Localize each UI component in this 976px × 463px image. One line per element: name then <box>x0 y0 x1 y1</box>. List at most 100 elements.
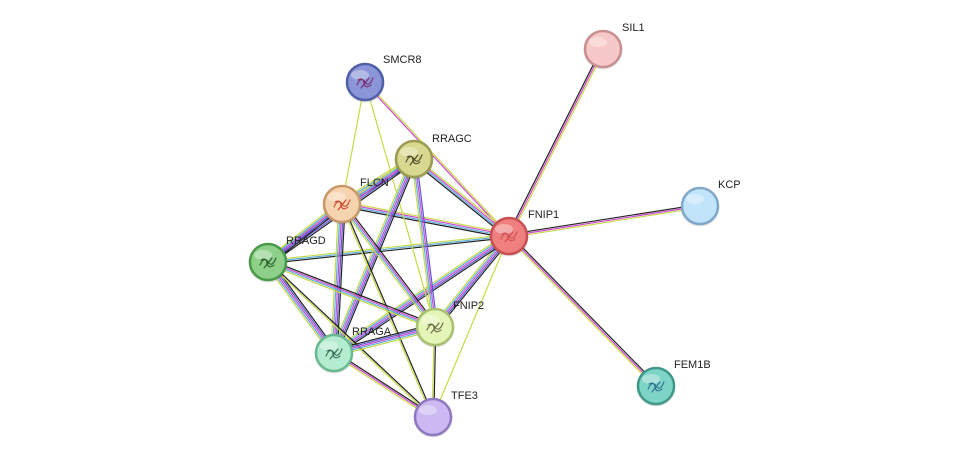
edge-smcr8-flcn[interactable] <box>341 81 366 205</box>
edge-strand <box>506 47 603 236</box>
edge-strand <box>414 156 512 235</box>
edge-strand <box>331 203 342 354</box>
edge-strand <box>508 203 701 236</box>
node-label: SIL1 <box>622 22 645 34</box>
structure-icon <box>356 77 374 89</box>
edge-rraga-tfe3[interactable] <box>332 351 435 419</box>
node-kcp[interactable]: KCP <box>680 179 741 227</box>
structure-icon <box>426 322 444 334</box>
structure-path <box>259 257 277 269</box>
edge-fnip1-smcr8[interactable] <box>363 80 511 238</box>
node-rragd[interactable]: RRAGD <box>248 235 326 283</box>
node-highlight <box>686 194 704 204</box>
edge-strand <box>333 158 415 354</box>
edge-strand <box>364 80 511 237</box>
edge-strand <box>436 237 513 330</box>
structure-icon <box>325 348 343 360</box>
node-highlight <box>320 341 338 351</box>
node-label: TFE3 <box>451 390 478 402</box>
edge-strand <box>266 261 434 419</box>
node-highlight <box>254 250 272 260</box>
edge-strand <box>411 158 434 328</box>
node-label: RRAGC <box>432 133 472 145</box>
edge-strand <box>331 232 508 351</box>
node-label: FEM1B <box>674 359 711 371</box>
edge-smcr8-fnip2[interactable] <box>364 81 436 328</box>
structure-path <box>426 322 444 334</box>
edge-strand <box>415 158 438 328</box>
node-smcr8[interactable]: SMCR8 <box>345 54 422 103</box>
structure-path <box>356 77 374 89</box>
edge-strand <box>267 262 436 329</box>
node-fnip2[interactable]: FNIP2 <box>415 300 485 348</box>
node-fem1b[interactable]: FEM1B <box>636 359 711 407</box>
structure-path <box>405 154 423 166</box>
edge-strand <box>267 235 510 263</box>
edge-fnip1-rragd[interactable] <box>267 233 510 265</box>
edge-fnip1-sil1[interactable] <box>506 47 606 238</box>
node-highlight <box>419 405 437 415</box>
edge-strand <box>364 81 436 328</box>
edge-strand <box>341 202 510 236</box>
edge-fnip1-kcp[interactable] <box>508 203 701 239</box>
node-circle <box>680 186 720 226</box>
node-flcn[interactable]: FLCN <box>322 177 389 225</box>
edge-flcn-fnip2[interactable] <box>339 201 438 330</box>
node-highlight <box>328 192 346 202</box>
edge-strand <box>508 235 657 387</box>
edge-strand <box>334 236 511 355</box>
edge-strand <box>267 233 510 262</box>
edge-strand <box>335 238 512 357</box>
edge-strand <box>435 236 511 329</box>
edge-rragc-rraga[interactable] <box>330 157 418 355</box>
edge-strand <box>509 49 606 238</box>
edge-strand <box>413 157 511 236</box>
edge-fnip1-flcn[interactable] <box>340 201 511 239</box>
node-highlight <box>642 374 660 384</box>
edge-strand <box>411 160 509 239</box>
edge-strand <box>267 260 435 418</box>
node-rragc[interactable]: RRAGC <box>394 133 472 180</box>
node-rraga[interactable]: RRAGA <box>314 326 392 374</box>
edge-strand <box>340 205 510 239</box>
edge-fnip1-rragc[interactable] <box>411 156 512 239</box>
node-fnip1[interactable]: FNIP1 <box>489 209 560 257</box>
structure-path <box>325 348 343 360</box>
edge-strand <box>334 159 417 355</box>
structure-icon <box>333 199 351 211</box>
node-sil1[interactable]: SIL1 <box>583 22 645 70</box>
edge-fnip1-rraga[interactable] <box>331 232 512 357</box>
node-label: RRAGA <box>352 326 392 338</box>
edge-fnip1-fem1b[interactable] <box>507 234 658 388</box>
structure-path <box>333 199 351 211</box>
edge-strand <box>339 204 434 330</box>
edge-strand <box>341 204 510 238</box>
node-circle <box>583 29 623 69</box>
edge-strand <box>412 159 510 238</box>
edge-strand <box>508 206 701 239</box>
edge-strand <box>342 202 437 328</box>
node-highlight <box>421 315 439 325</box>
edge-strand <box>333 235 510 354</box>
node-tfe3[interactable]: TFE3 <box>413 390 478 438</box>
edge-rragc-fnip2[interactable] <box>411 158 438 328</box>
edge-strand <box>343 201 438 327</box>
edge-strand <box>508 48 604 237</box>
edge-strand <box>332 353 433 419</box>
structure-path <box>500 231 518 243</box>
edge-flcn-rraga[interactable] <box>330 203 346 354</box>
edge-strand <box>333 352 434 418</box>
node-label: RRAGD <box>286 235 326 247</box>
edge-rragd-tfe3[interactable] <box>266 260 435 419</box>
edge-strand <box>340 203 435 329</box>
node-label: SMCR8 <box>383 54 422 66</box>
edge-strand <box>334 351 435 417</box>
edge-fnip1-tfe3[interactable] <box>432 235 510 418</box>
edge-strand <box>432 235 510 418</box>
structure-icon <box>500 231 518 243</box>
edge-strand <box>331 157 414 353</box>
edge-rragd-fnip2[interactable] <box>266 259 437 330</box>
structure-icon <box>405 154 423 166</box>
edge-strand <box>433 234 509 327</box>
